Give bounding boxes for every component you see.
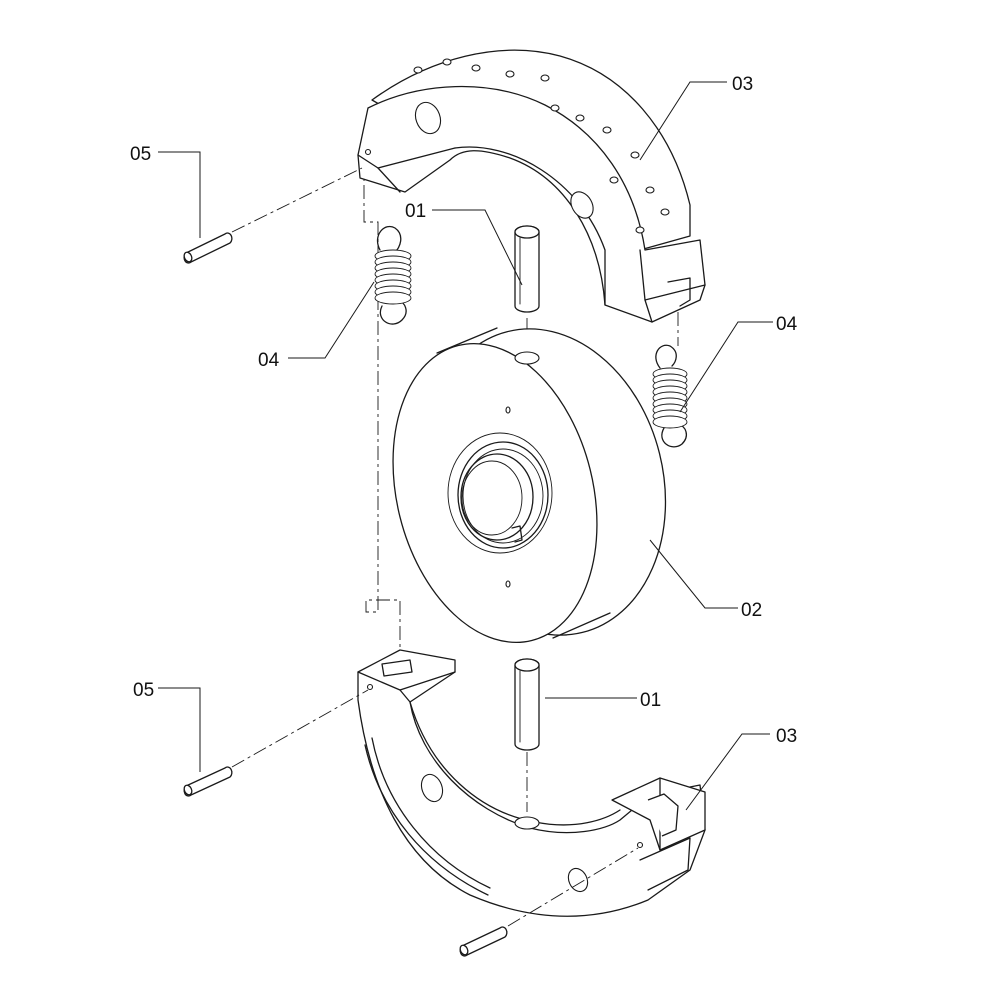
callout-pin-top: 01 bbox=[405, 201, 426, 222]
roll-pin-top bbox=[183, 167, 363, 264]
callout-labels: 05 05 01 01 03 03 04 04 02 bbox=[130, 74, 798, 747]
callout-rollpin-bottom: 05 bbox=[133, 680, 154, 701]
spring-right bbox=[652, 344, 688, 448]
callout-spring-left: 04 bbox=[258, 350, 280, 371]
callout-drum: 02 bbox=[741, 600, 762, 621]
callout-shoe-bottom: 03 bbox=[776, 726, 797, 747]
callout-shoe-top: 03 bbox=[732, 74, 753, 95]
brake-shoe-bottom bbox=[357, 649, 706, 917]
pin-top bbox=[514, 225, 540, 313]
roll-pin-bottom-right bbox=[459, 847, 639, 957]
leader-lines bbox=[158, 81, 773, 811]
pin-bottom bbox=[514, 658, 540, 751]
rivet-holes-top bbox=[413, 58, 670, 234]
callout-rollpin-top: 05 bbox=[130, 144, 151, 165]
brake-shoe-top bbox=[357, 49, 706, 323]
roll-pin-bottom bbox=[183, 689, 369, 797]
callout-pin-bottom: 01 bbox=[640, 690, 661, 711]
spring-left bbox=[374, 225, 412, 325]
drum bbox=[392, 327, 667, 644]
callout-spring-right: 04 bbox=[776, 314, 798, 335]
